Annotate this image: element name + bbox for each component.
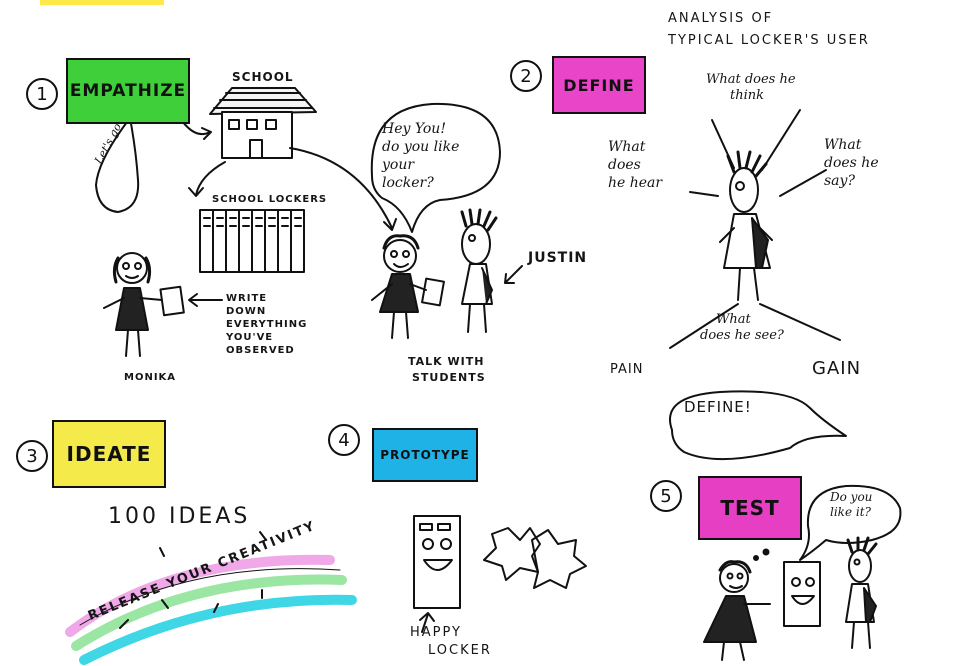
happy-locker-label: HAPPY LOCKER [410, 624, 492, 660]
stage-empathize: EMPATHIZE [66, 58, 190, 124]
see-question: What does he see? [700, 312, 784, 344]
talk-with-students-text: TALK WITH STUDENTS [408, 354, 486, 386]
write-down-line: WRITE [226, 293, 268, 304]
monika-figure-icon [103, 252, 185, 357]
happy-locker-line: HAPPY [410, 625, 463, 640]
test-bubble-line: Do you [830, 490, 873, 504]
tested-locker-icon [783, 561, 821, 627]
speech-bubble-icon [370, 102, 501, 233]
think-question: What does he think [706, 72, 796, 104]
school-house-icon [209, 87, 317, 159]
test-bubble-line: like it? [830, 505, 871, 519]
say-line: does he [824, 155, 879, 171]
say-question: What does he say? [824, 136, 879, 190]
speech-bubble-text: Hey You! do you like your locker? [382, 120, 459, 192]
stage-test-label: TEST [720, 496, 780, 520]
happy-locker-icon [413, 515, 461, 609]
student-girl-figure-icon [371, 234, 445, 339]
test-bubble-icon [799, 484, 902, 561]
speech-line: your [382, 157, 415, 173]
lets-go-drop-icon [95, 117, 140, 213]
speech-line: do you like [382, 139, 460, 155]
test-bubble-text: Do you like it? [830, 490, 872, 520]
see-line: What [716, 312, 751, 327]
write-down-line: OBSERVED [226, 345, 295, 356]
hundred-ideas-text: 100 IDEAS [108, 504, 251, 529]
write-down-line: EVERYTHING [226, 319, 308, 330]
write-down-line: DOWN [226, 306, 267, 317]
analysis-title-line: ANALYSIS OF [668, 11, 774, 26]
corner-highlight [40, 0, 164, 5]
stage-number-4: 4 [328, 424, 360, 456]
hear-line: does [608, 157, 641, 173]
stage-test: TEST [698, 476, 802, 540]
star-icon [483, 527, 541, 581]
hear-line: he hear [608, 175, 663, 191]
say-line: What [824, 137, 862, 153]
stage-number-2: 2 [510, 60, 542, 92]
analysis-title: ANALYSIS OF TYPICAL LOCKER'S USER [668, 8, 870, 52]
school-label: SCHOOL [232, 70, 294, 84]
see-line: does he see? [700, 328, 784, 343]
school-lockers-label: SCHOOL LOCKERS [212, 194, 328, 205]
stage-number-1: 1 [26, 78, 58, 110]
stage-define-label: DEFINE [563, 75, 635, 95]
arrow-to-students-icon [289, 147, 393, 229]
arrow-to-lockers-icon [195, 161, 226, 196]
stage-ideate-label: IDEATE [66, 442, 152, 466]
think-line: What does he [706, 72, 796, 87]
rainbow-icon [65, 554, 357, 665]
define-bubble-text: DEFINE! [684, 398, 752, 416]
tester-boy-figure-icon [845, 536, 878, 649]
pain-label: PAIN [610, 362, 644, 377]
school-lockers-icon [199, 209, 305, 273]
user-figure-icon [719, 150, 773, 301]
hear-question: What does he hear [608, 138, 662, 192]
define-bubble-icon [669, 390, 847, 461]
speech-line: locker? [382, 175, 434, 191]
tester-girl-figure-icon [703, 548, 771, 661]
talk-line: STUDENTS [412, 371, 486, 384]
think-line: think [730, 88, 765, 103]
stage-number-3: 3 [16, 440, 48, 472]
talk-line: TALK WITH [408, 355, 485, 368]
monika-label: MONIKA [124, 372, 177, 383]
stage-number-5: 5 [650, 480, 682, 512]
analysis-title-line: TYPICAL LOCKER'S USER [668, 33, 870, 48]
stage-prototype: PROTOTYPE [372, 428, 478, 482]
stage-prototype-label: PROTOTYPE [380, 448, 470, 462]
write-down-text: WRITE DOWN EVERYTHING YOU'VE OBSERVED [226, 292, 307, 357]
star-icon [531, 529, 587, 589]
speech-line: Hey You! [382, 121, 446, 137]
stage-empathize-label: EMPATHIZE [69, 81, 187, 101]
say-line: say? [824, 173, 855, 189]
hear-line: What [608, 139, 646, 155]
stage-ideate: IDEATE [52, 420, 166, 488]
justin-label: JUSTIN [528, 250, 588, 266]
write-down-line: YOU'VE [226, 332, 274, 343]
justin-figure-icon [460, 208, 498, 333]
stage-define: DEFINE [552, 56, 646, 114]
gain-label: GAIN [812, 358, 862, 379]
happy-locker-line: LOCKER [428, 643, 492, 658]
